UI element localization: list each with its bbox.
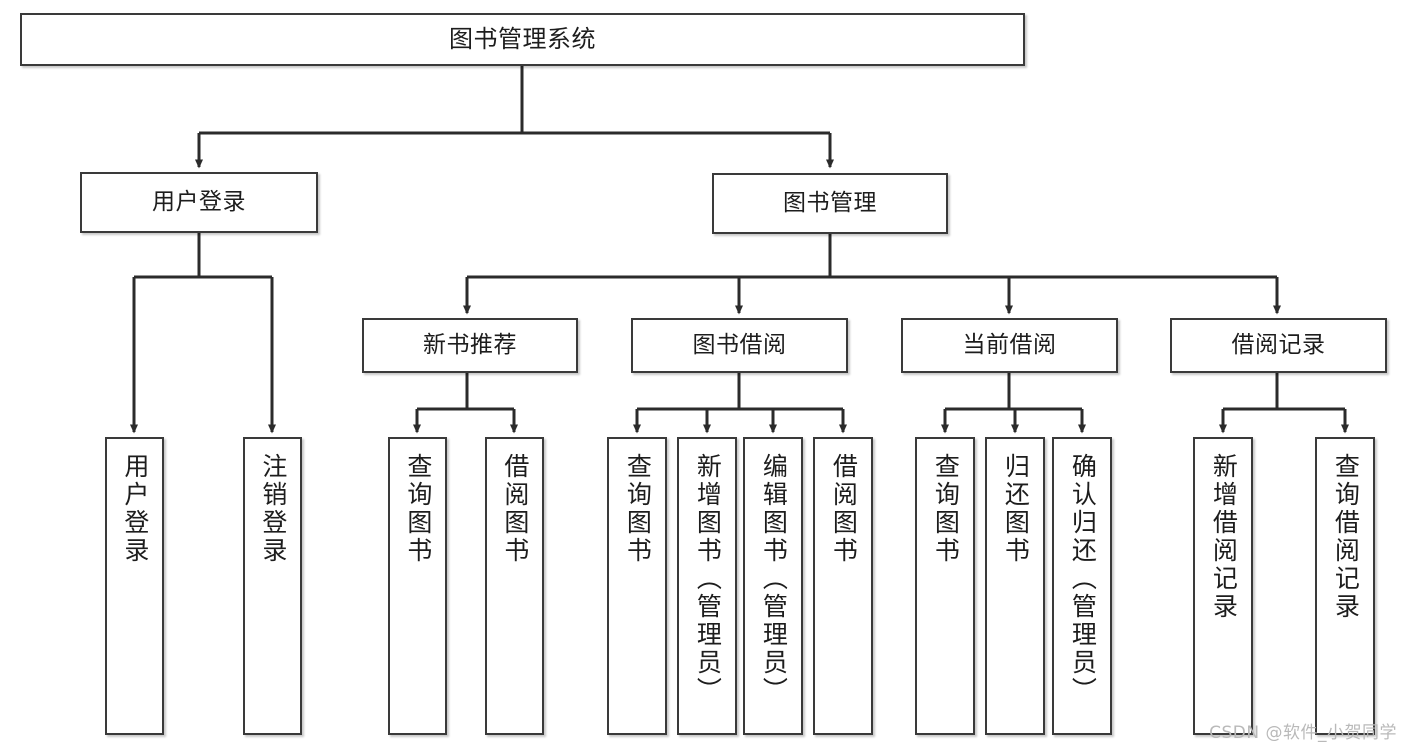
node-label: 借阅图书 xyxy=(829,453,859,565)
leaf-query-book-borrow[interactable]: 查询图书 xyxy=(607,437,667,735)
node-label: 注销登录 xyxy=(258,453,288,565)
node-label: 用户登录 xyxy=(120,453,150,565)
node-user-login[interactable]: 用户登录 xyxy=(80,172,318,233)
node-label: 图书管理系统 xyxy=(449,25,596,54)
node-label: 归还图书 xyxy=(1001,453,1031,565)
node-label: 新增借阅记录 xyxy=(1209,453,1239,621)
leaf-query-borrow-record[interactable]: 查询借阅记录 xyxy=(1315,437,1375,735)
node-label: 新书推荐 xyxy=(423,331,517,358)
node-label: 查询图书 xyxy=(403,453,433,565)
node-label: 图书管理 xyxy=(783,189,877,216)
leaf-edit-book-admin[interactable]: 编辑图书（管理员） xyxy=(743,437,803,735)
leaf-logout[interactable]: 注销登录 xyxy=(243,437,302,735)
leaf-return-book[interactable]: 归还图书 xyxy=(985,437,1045,735)
leaf-borrow-book-borrow[interactable]: 借阅图书 xyxy=(813,437,873,735)
node-label: 借阅记录 xyxy=(1231,331,1326,358)
leaf-add-book-admin[interactable]: 新增图书（管理员） xyxy=(677,437,737,735)
node-book-management[interactable]: 图书管理 xyxy=(712,173,948,234)
node-label: 确认归还（管理员） xyxy=(1068,453,1098,705)
node-root-system[interactable]: 图书管理系统 xyxy=(20,13,1025,66)
leaf-confirm-return-admin[interactable]: 确认归还（管理员） xyxy=(1052,437,1112,735)
node-new-book-recommendation[interactable]: 新书推荐 xyxy=(362,318,578,373)
node-label: 编辑图书（管理员） xyxy=(759,453,789,705)
node-label: 当前借阅 xyxy=(962,331,1057,358)
node-label: 图书借阅 xyxy=(692,331,787,358)
node-label: 查询借阅记录 xyxy=(1331,453,1361,621)
node-label: 查询图书 xyxy=(931,453,961,565)
node-label: 新增图书（管理员） xyxy=(693,453,723,705)
leaf-user-login[interactable]: 用户登录 xyxy=(105,437,164,735)
leaf-add-borrow-record[interactable]: 新增借阅记录 xyxy=(1193,437,1253,735)
node-current-borrow[interactable]: 当前借阅 xyxy=(901,318,1118,373)
node-book-borrow[interactable]: 图书借阅 xyxy=(631,318,848,373)
node-label: 借阅图书 xyxy=(500,453,530,565)
leaf-query-book-current[interactable]: 查询图书 xyxy=(915,437,975,735)
node-borrow-record[interactable]: 借阅记录 xyxy=(1170,318,1387,373)
watermark: CSDN @软件_小贺同学 xyxy=(1209,723,1397,743)
node-label: 查询图书 xyxy=(623,453,653,565)
leaf-borrow-book-recommendation[interactable]: 借阅图书 xyxy=(485,437,544,735)
leaf-query-book-recommendation[interactable]: 查询图书 xyxy=(388,437,447,735)
node-label: 用户登录 xyxy=(152,188,246,215)
